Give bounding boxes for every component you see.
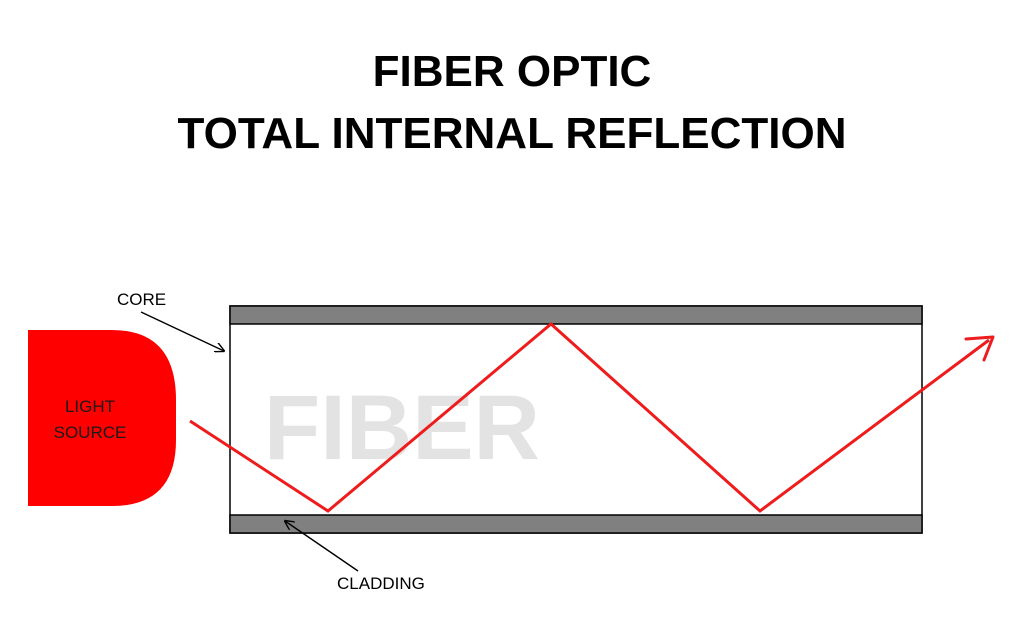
cladding-label: CLADDING xyxy=(337,574,425,593)
fiber-watermark: FIBER xyxy=(264,377,540,479)
core-label: CORE xyxy=(117,290,166,309)
light-source-shape xyxy=(28,330,176,506)
light-source: LIGHT SOURCE xyxy=(28,330,176,506)
light-ray-arrowhead-icon xyxy=(964,335,995,362)
light-source-label-line-2: SOURCE xyxy=(54,423,127,442)
cladding-pointer-arrow xyxy=(285,521,359,572)
light-ray xyxy=(189,322,990,513)
title-line-1: FIBER OPTIC xyxy=(373,47,652,96)
light-source-label-line-1: LIGHT xyxy=(65,397,115,416)
cladding-top xyxy=(229,305,923,325)
core-pointer-arrow xyxy=(140,311,224,351)
title-line-2: TOTAL INTERNAL REFLECTION xyxy=(178,109,847,158)
cladding-bottom xyxy=(229,514,923,534)
